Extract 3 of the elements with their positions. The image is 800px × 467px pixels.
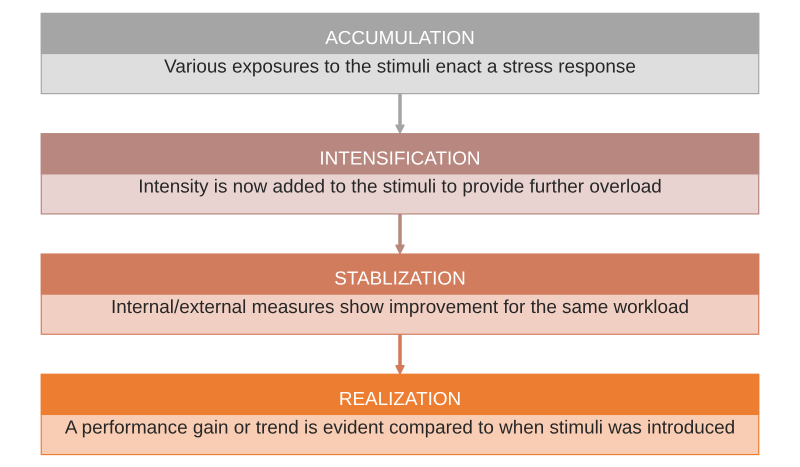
arrow: [394, 334, 406, 374]
arrow: [394, 213, 406, 254]
arrow: [394, 93, 406, 134]
